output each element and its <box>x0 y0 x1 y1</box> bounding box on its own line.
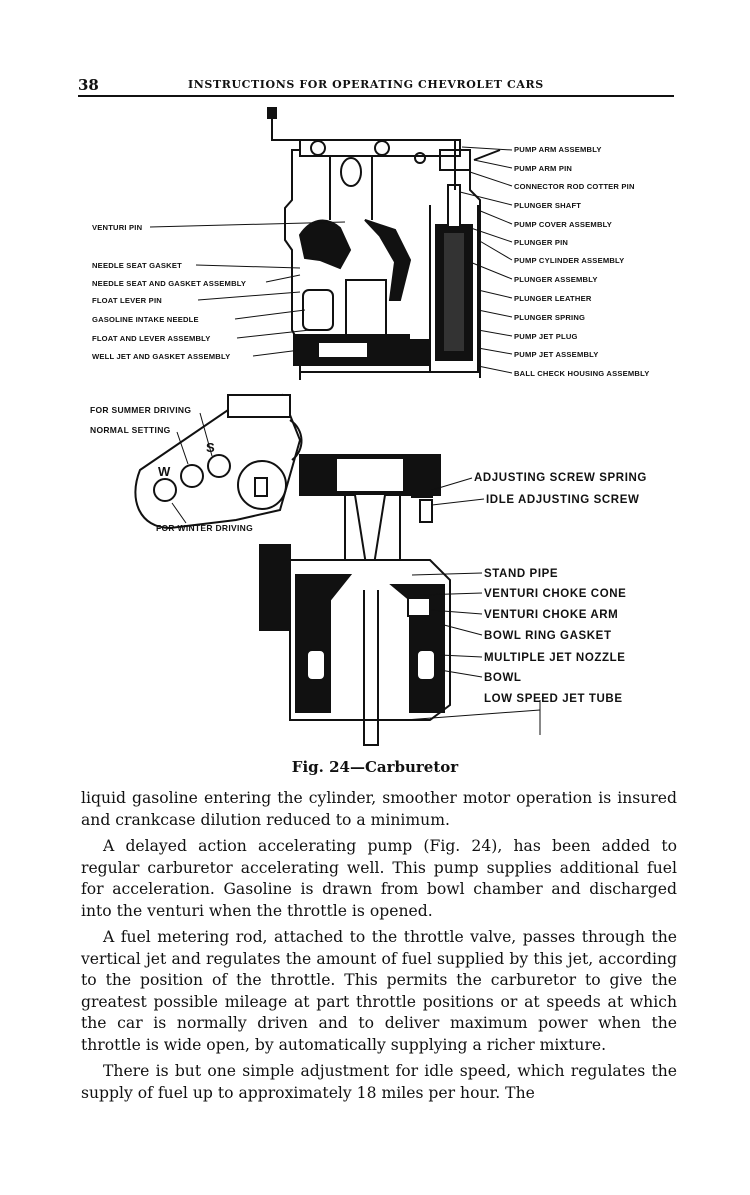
label-venturi-choke-arm: VENTURI CHOKE ARM <box>484 609 618 621</box>
top-left-label-text: VENTURI PIN NEEDLE SEAT GASKET NEEDLE SE… <box>92 223 246 361</box>
label-bowl: BOWL <box>484 672 522 684</box>
label-normal-setting: NORMAL SETTING <box>90 425 171 435</box>
top-right-labels <box>459 146 513 374</box>
top-right-label-text: PUMP ARM ASSEMBLY PUMP ARM PIN CONNECTOR… <box>514 145 650 378</box>
label-bowl-ring-gasket: BOWL RING GASKET <box>484 630 612 642</box>
label-venturi-pin: VENTURI PIN <box>92 223 142 232</box>
label-pump-cylinder-assembly: PUMP CYLINDER ASSEMBLY <box>514 256 624 265</box>
label-for-summer-driving: FOR SUMMER DRIVING <box>90 405 191 415</box>
bottom-carburetor-drawing <box>259 454 451 746</box>
label-idle-adjusting-screw: IDLE ADJUSTING SCREW <box>486 494 639 506</box>
bottom-label-text: ADJUSTING SCREW SPRING IDLE ADJUSTING SC… <box>474 472 647 705</box>
label-pump-arm-pin: PUMP ARM PIN <box>514 164 572 173</box>
running-title: INSTRUCTIONS FOR OPERATING CHEVROLET CAR… <box>188 78 544 91</box>
paragraph: A delayed action accelerating pump (Fig.… <box>81 837 677 920</box>
label-connector-rod-cotter-pin: CONNECTOR ROD COTTER PIN <box>514 182 635 191</box>
paragraph: There is but one simple adjustment for i… <box>81 1062 677 1102</box>
dial-letter-s: S <box>206 440 215 455</box>
paragraph: A fuel metering rod, attached to the thr… <box>81 928 677 1054</box>
label-gasoline-intake-needle: GASOLINE INTAKE NEEDLE <box>92 315 199 324</box>
label-plunger-leather: PLUNGER LEATHER <box>514 294 592 303</box>
label-for-winter-driving: FOR WINTER DRIVING <box>156 523 253 533</box>
dial-leaders <box>171 412 213 524</box>
bottom-leaders <box>404 477 541 735</box>
season-dial <box>134 393 303 530</box>
label-plunger-spring: PLUNGER SPRING <box>514 313 585 322</box>
label-float-lever-pin: FLOAT LEVER PIN <box>92 296 162 305</box>
label-adjusting-screw-spring: ADJUSTING SCREW SPRING <box>474 472 647 484</box>
label-pump-cover-assembly: PUMP COVER ASSEMBLY <box>514 220 612 229</box>
label-pump-jet-assembly: PUMP JET ASSEMBLY <box>514 350 599 359</box>
header-rule <box>78 95 674 97</box>
dial-letter-w: W <box>158 464 171 479</box>
top-carburetor-drawing <box>267 107 501 380</box>
paragraph: liquid gasoline entering the cylinder, s… <box>81 789 677 829</box>
label-pump-jet-plug: PUMP JET PLUG <box>514 332 578 341</box>
label-venturi-choke-cone: VENTURI CHOKE CONE <box>484 588 626 600</box>
label-plunger-shaft: PLUNGER SHAFT <box>514 201 581 210</box>
label-stand-pipe: STAND PIPE <box>484 568 558 580</box>
page-number: 38 <box>78 76 99 94</box>
label-low-speed-jet-tube: LOW SPEED JET TUBE <box>484 693 623 705</box>
label-well-jet-gasket-assembly: WELL JET AND GASKET ASSEMBLY <box>92 352 230 361</box>
top-left-labels <box>149 221 346 357</box>
label-pump-arm-assembly: PUMP ARM ASSEMBLY <box>514 145 602 154</box>
label-needle-seat-gasket: NEEDLE SEAT GASKET <box>92 261 182 270</box>
dial-label-text: FOR SUMMER DRIVING NORMAL SETTING FOR WI… <box>90 405 253 533</box>
figure-caption: Fig. 24—Carburetor <box>291 758 459 776</box>
body-text: liquid gasoline entering the cylinder, s… <box>81 788 677 1104</box>
label-multiple-jet-nozzle: MULTIPLE JET NOZZLE <box>484 652 626 664</box>
label-plunger-assembly: PLUNGER ASSEMBLY <box>514 275 598 284</box>
label-plunger-pin: PLUNGER PIN <box>514 238 568 247</box>
page-header: 38 INSTRUCTIONS FOR OPERATING CHEVROLET … <box>78 76 674 94</box>
carburetor-figure: VENTURI PIN NEEDLE SEAT GASKET NEEDLE SE… <box>90 107 650 746</box>
label-ball-check-housing-assembly: BALL CHECK HOUSING ASSEMBLY <box>514 369 650 378</box>
label-float-lever-assembly: FLOAT AND LEVER ASSEMBLY <box>92 334 211 343</box>
label-needle-seat-gasket-assembly: NEEDLE SEAT AND GASKET ASSEMBLY <box>92 279 246 288</box>
